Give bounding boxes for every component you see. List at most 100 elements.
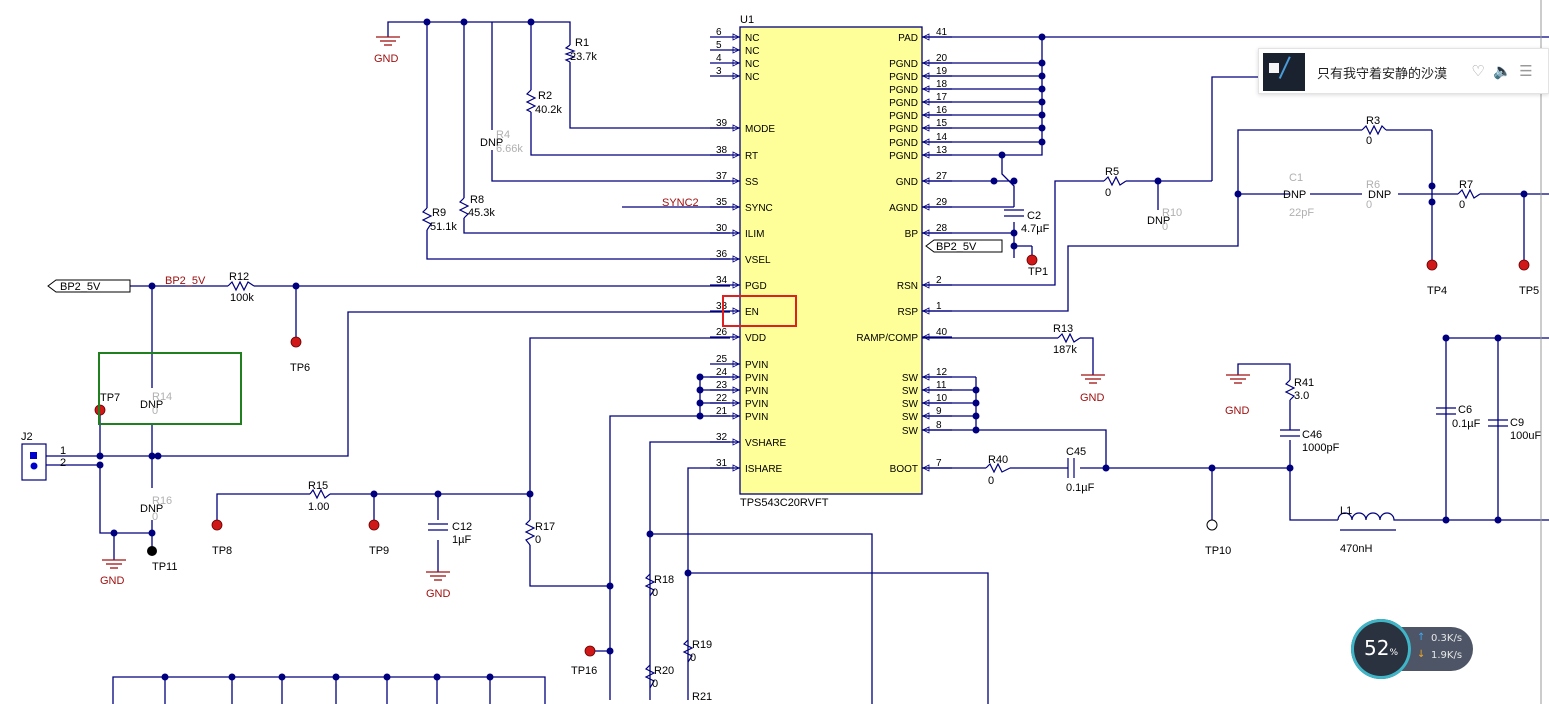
ic-left-pin-arrow xyxy=(732,59,740,67)
ic-right-pin-name: RSP xyxy=(897,307,918,318)
gnd-label-1: GND xyxy=(374,53,399,65)
r8-value: 45.3k xyxy=(468,207,495,219)
usage-circle xyxy=(1351,619,1411,679)
r7-ref: R7 xyxy=(1459,179,1473,191)
ic-right-pin-name: PGND xyxy=(889,124,918,135)
tp16-label: TP16 xyxy=(571,665,597,677)
ic-right-pin-name: SW xyxy=(902,399,919,410)
gnd-label-2: GND xyxy=(100,575,125,587)
ic-left-pin-number: 31 xyxy=(716,458,728,469)
l1-ref: L1 xyxy=(1340,505,1352,517)
r6-ref: R6 xyxy=(1366,179,1380,191)
r14-dnp: DNP xyxy=(140,399,163,411)
ic-right-pin-name: PGND xyxy=(889,98,918,109)
ic-left-pin-name: PVIN xyxy=(745,386,768,397)
ic-left-pin-name: ILIM xyxy=(745,229,764,240)
ic-right-pin-number: 9 xyxy=(936,406,942,417)
ic-left-pin-arrow xyxy=(732,281,740,289)
r16-dnp: DNP xyxy=(140,503,163,515)
ic-right-pin-name: PGND xyxy=(889,72,918,83)
music-player-popup[interactable]: 只有我守着安静的沙漠 ♡ 🔈 ☰ xyxy=(1258,48,1549,94)
c2-ref: C2 xyxy=(1027,210,1041,222)
c9-ref: C9 xyxy=(1510,417,1524,429)
ic-left-pin-name: SS xyxy=(745,177,759,188)
volume-icon[interactable]: 🔈 xyxy=(1493,62,1512,80)
ic-right-pin-number: 10 xyxy=(936,393,948,404)
component-labels: GND GND GND GND GND SYNC2 BP2_5V R1 23.7… xyxy=(21,37,1541,703)
ic-left-pin-name: NC xyxy=(745,72,759,83)
ic-right-pin-number: 16 xyxy=(936,105,948,116)
j2-connector xyxy=(21,443,47,481)
r1-value: 23.7k xyxy=(570,51,597,63)
ic-left-pin-number: 35 xyxy=(716,197,728,208)
ic-right-pin-name: GND xyxy=(896,177,918,188)
ic-left-pin-number: 30 xyxy=(716,223,728,234)
ic-right-pin-name: PGND xyxy=(889,111,918,122)
ic-right-pin-number: 28 xyxy=(936,223,948,234)
r13-ref: R13 xyxy=(1053,323,1073,335)
ic-left-pin-name: PVIN xyxy=(745,360,768,371)
net-flag-left-label: BP2_5V xyxy=(60,281,101,293)
ic-left-pin-arrow xyxy=(732,72,740,80)
r21-ref: R21 xyxy=(692,691,712,703)
network-speed-widget[interactable]: 52% ↑ 0.3K/s ↓ 1.9K/s xyxy=(1351,619,1473,679)
ic-right-pin-name: SW xyxy=(902,426,919,437)
r9-ref: R9 xyxy=(432,207,446,219)
r4-ref: R4 xyxy=(496,129,510,141)
ic-right-pin-name: PGND xyxy=(889,85,918,96)
ic-left-pin-arrow xyxy=(732,33,740,41)
ic-right-pin-number: 29 xyxy=(936,197,948,208)
ic-left-pin-number: 5 xyxy=(716,40,722,51)
r5-ref: R5 xyxy=(1105,166,1119,178)
song-title: 只有我守着安静的沙漠 xyxy=(1317,67,1448,82)
download-arrow-icon: ↓ xyxy=(1417,649,1426,660)
ic-left-pin-name: VSEL xyxy=(745,255,771,266)
sync-net-label: SYNC2 xyxy=(662,197,699,209)
c1-value: 22pF xyxy=(1289,207,1314,219)
playlist-icon[interactable]: ☰ xyxy=(1519,62,1533,80)
ic-right-pin-number: 7 xyxy=(936,458,942,469)
r13-value: 187k xyxy=(1053,344,1077,356)
ic-right-pin-number: 19 xyxy=(936,66,948,77)
usage-percent: 52% xyxy=(1351,636,1411,660)
j2-pin2-num: 2 xyxy=(60,457,66,469)
ic-ref: U1 xyxy=(740,14,754,26)
c6-value: 0.1µF xyxy=(1452,418,1481,430)
c9-value: 100uF xyxy=(1510,430,1541,442)
ic-left-pin-number: 34 xyxy=(716,275,728,286)
j2-pin1 xyxy=(30,452,37,459)
c12-ref: C12 xyxy=(452,521,472,533)
ic-right-pin-name: BP xyxy=(905,229,919,240)
junctions xyxy=(96,18,1528,681)
j2-pin2 xyxy=(30,462,38,470)
ic-right-pin-name: SW xyxy=(902,412,919,423)
ic-right-pin-number: 11 xyxy=(936,380,947,391)
bp2-net-label: BP2_5V xyxy=(165,275,206,287)
test-points xyxy=(94,254,1530,657)
ic-right-pin-number: 1 xyxy=(936,301,942,312)
tp10-label: TP10 xyxy=(1205,545,1231,557)
ic-left-pin-arrow xyxy=(732,412,740,420)
ic-left-pin-arrow xyxy=(732,360,740,368)
ic-left-pin-number: 32 xyxy=(716,432,728,443)
r16-ref: R16 xyxy=(152,495,172,507)
ic-left-pin-number: 6 xyxy=(716,27,722,38)
ic-left-pin-arrow xyxy=(732,399,740,407)
ic-right-pin-number: 20 xyxy=(936,53,948,64)
r6-dnp: DNP xyxy=(1368,189,1391,201)
ic-right-pin-number: 27 xyxy=(936,171,948,182)
r17-value: 0 xyxy=(535,534,541,546)
ic-right-pin-name: AGND xyxy=(889,203,918,214)
j2-ref: J2 xyxy=(21,431,33,443)
ic-left-pin-name: EN xyxy=(745,307,759,318)
album-cover[interactable] xyxy=(1263,53,1305,91)
gnd-label-3: GND xyxy=(426,588,451,600)
ic-left-pin-number: 22 xyxy=(716,393,728,404)
ic-left-pin-name: NC xyxy=(745,59,759,70)
r18-value: 0 xyxy=(652,587,658,599)
heart-icon[interactable]: ♡ xyxy=(1471,62,1485,80)
r12-value: 100k xyxy=(230,292,254,304)
tp9-label: TP9 xyxy=(369,545,389,557)
l1-value: 470nH xyxy=(1340,543,1372,555)
ic-left-pin-arrow xyxy=(732,464,740,472)
